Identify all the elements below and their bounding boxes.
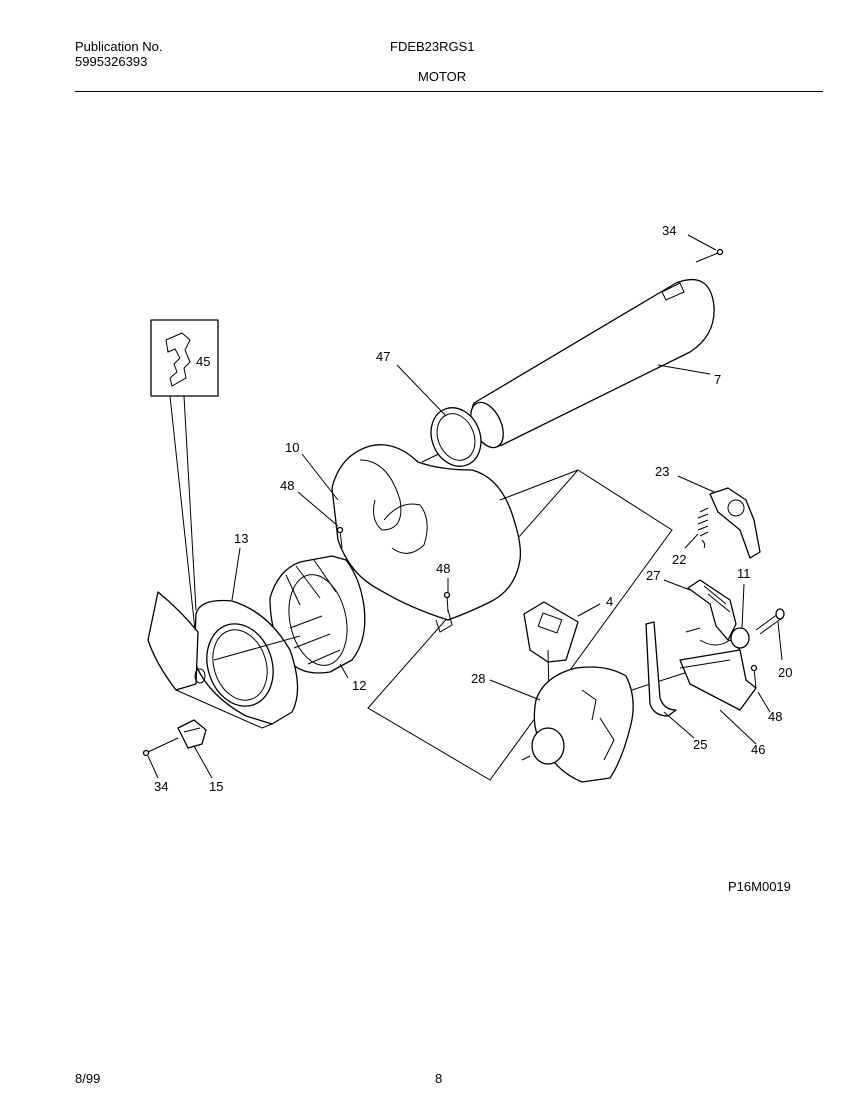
publication-number: 5995326393 [75,54,148,69]
callout-48-right: 48 [768,709,782,724]
part-48-screw-right [750,664,758,689]
callout-10: 10 [285,440,299,455]
callout-48-middle: 48 [436,561,450,576]
part-48-screw-upper [336,526,344,549]
part-47-seal [430,407,482,467]
part-28-motor [521,666,701,783]
part-13-blower-cover [147,591,301,729]
callout-4: 4 [606,594,613,609]
callout-13: 13 [234,531,248,546]
callout-48-upper: 48 [280,478,294,493]
part-20-bolt [755,608,785,635]
callout-22: 22 [672,552,686,567]
part-27-idler-arm [687,579,737,641]
model-number: FDEB23RGS1 [390,39,475,54]
page-number: 8 [435,1071,443,1086]
part-10-blower-housing [331,444,579,633]
callout-20: 20 [778,665,792,680]
callout-15: 15 [209,779,223,794]
callout-11: 11 [737,566,751,581]
part-34-screw-lower [142,737,179,757]
callout-25: 25 [693,737,707,752]
part-34-screw-top [695,248,724,263]
callout-46: 46 [751,742,765,757]
callout-34-lower: 34 [154,779,168,794]
part-46-mount-plate [699,639,741,651]
header-rule [75,91,823,92]
part-11-idler-pulley [730,627,750,649]
callout-12: 12 [352,678,366,693]
part-22-spring [697,507,709,549]
leader-lines [147,234,783,779]
part-23-tension-bracket [709,487,761,559]
part-48-screw-middle [443,591,451,613]
callout-23: 23 [655,464,669,479]
callout-27: 27 [646,568,660,583]
drawing-code: P16M0019 [728,879,791,894]
section-title: MOTOR [418,69,467,84]
callout-34-top: 34 [662,223,676,238]
callout-45: 45 [196,354,210,369]
callout-28: 28 [471,671,485,686]
part-45-inset [150,319,219,631]
part-15-thermostat [177,719,207,749]
footer-date: 8/99 [75,1071,101,1086]
publication-label: Publication No. [75,39,163,54]
callout-7: 7 [714,372,721,387]
callout-47: 47 [376,349,390,364]
